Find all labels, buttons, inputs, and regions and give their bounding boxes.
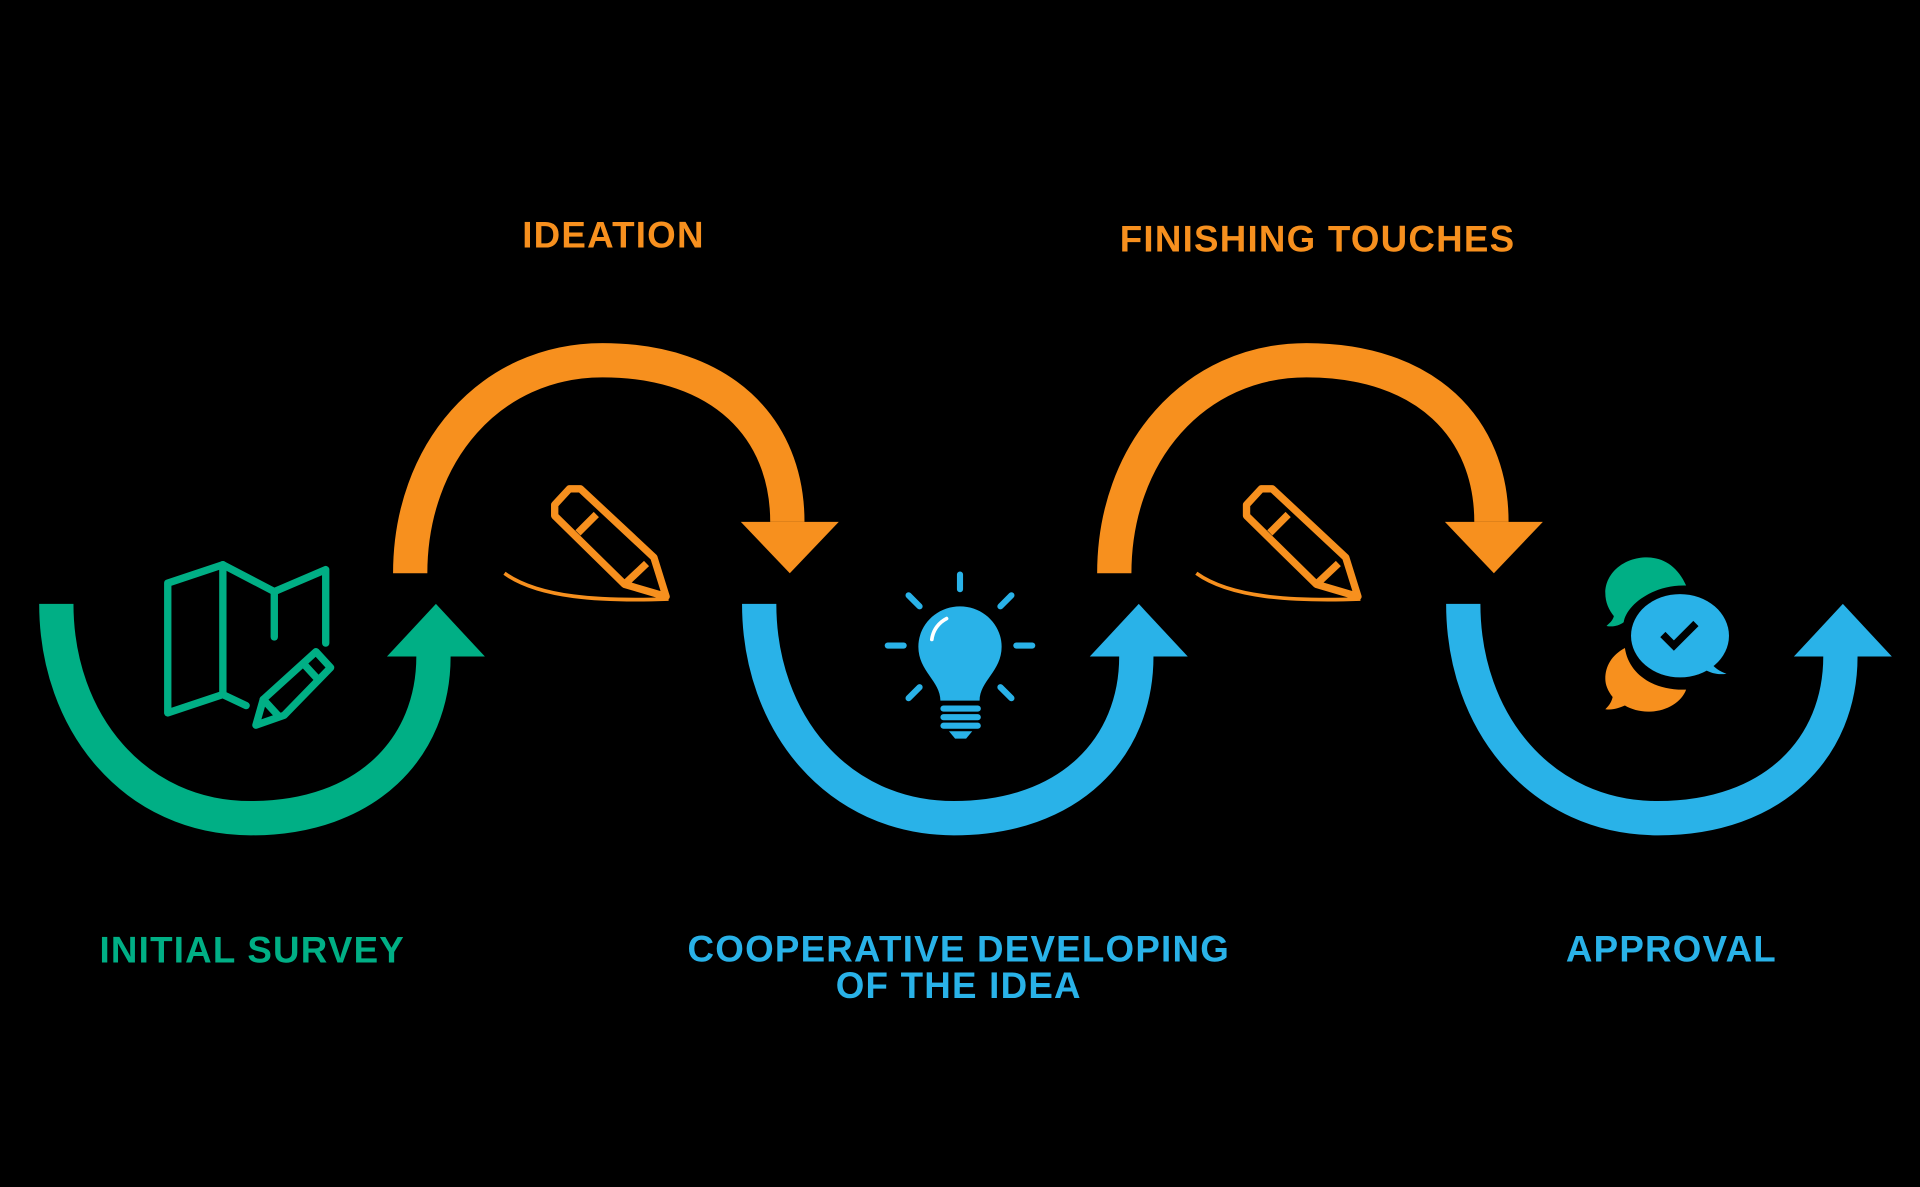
arrow-ideation [393,343,839,574]
arrow-initial-survey [39,603,485,836]
label-initial-survey: INITIAL SURVEY [99,930,405,971]
chat-check-icon [1605,557,1729,712]
arrow-approval [1446,603,1892,836]
label-approval: APPROVAL [1566,928,1777,969]
label-cooperative-developing-line1: COOPERATIVE DEVELOPING [688,928,1230,969]
label-ideation: IDEATION [522,215,705,256]
pencil-icon [503,485,670,602]
pencil-icon [1195,485,1362,602]
map-pencil-icon [164,561,335,729]
label-cooperative-developing-line2: OF THE IDEA [836,965,1082,1006]
lightbulb-icon [884,571,1036,739]
label-finishing-touches: FINISHING TOUCHES [1120,218,1516,259]
arrow-cooperative-developing [742,603,1188,836]
arrow-finishing-touches [1097,343,1543,574]
